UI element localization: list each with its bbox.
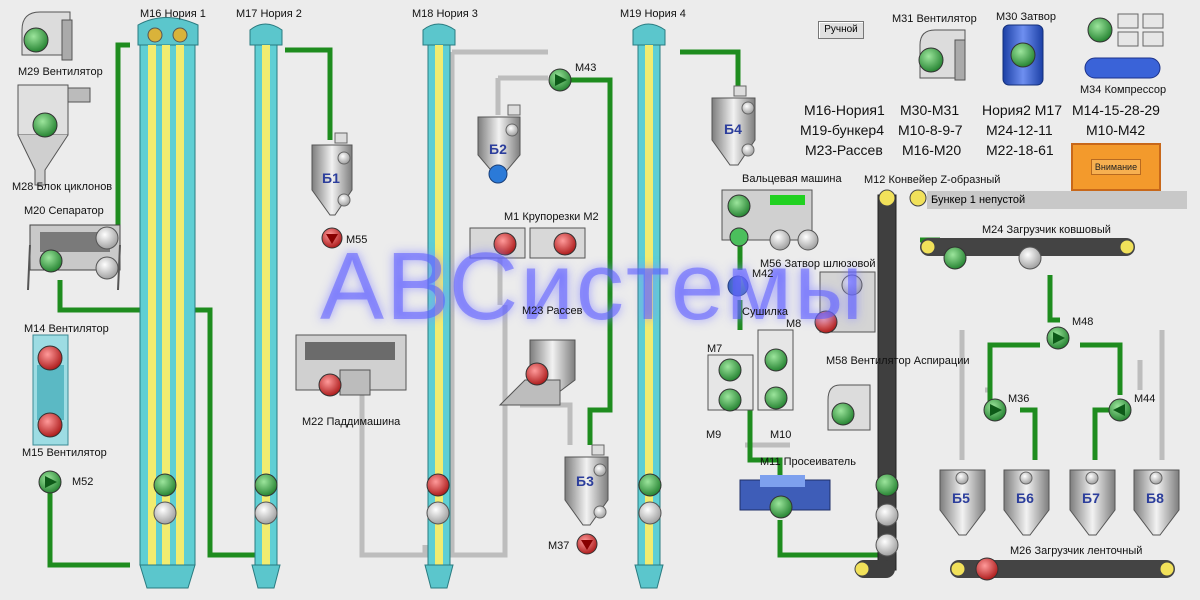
m9-label: M9 (706, 429, 722, 441)
m11-label: M11 Просеиватель (760, 456, 856, 468)
m29-fan (21, 11, 73, 61)
group-2-line-2: M10-8-9-7 (898, 122, 963, 138)
m52-label: M52 (72, 476, 94, 488)
m12-label: M12 Конвейер Z-образный (864, 174, 1001, 186)
diverter-valves (548, 68, 1132, 422)
m52-valve (38, 470, 62, 494)
m31-fan (918, 29, 966, 81)
group-2-line-3: M16-M20 (902, 142, 962, 158)
m22-label: M22 Паддимашина (302, 416, 401, 428)
dryer (814, 271, 876, 334)
group-1-line-3: M23-Рассев (805, 142, 883, 158)
manual-mode-button[interactable]: Ручной (818, 21, 864, 39)
m7-m10-group (707, 329, 794, 412)
m14-label: M14 Вентилятор (24, 323, 109, 335)
m37-label: M37 (548, 540, 570, 552)
m58-label: M58 Вентилятор Аспирации (826, 355, 970, 367)
m23-label: M23 Рассев (522, 305, 583, 317)
m19-elevator (632, 23, 666, 589)
dryer-label: Сушилка (742, 306, 789, 318)
bin-b4-tag: Б4 (724, 121, 742, 137)
group-3-line-3: M22-18-61 (986, 142, 1054, 158)
m30-gate (1002, 24, 1044, 86)
m22-paddy-machine (295, 334, 407, 397)
m12-z-conveyor (854, 189, 927, 578)
m31-label: M31 Вентилятор (892, 13, 977, 25)
group-3-line-2: M24-12-11 (986, 122, 1053, 138)
m20-label: M20 Сепаратор (24, 205, 104, 217)
bin-b6-tag: Б6 (1016, 490, 1034, 506)
group-1-line-2: M19-бункер4 (800, 122, 884, 138)
roller-label: Вальцевая машина (742, 173, 842, 185)
bin-b5-tag: Б5 (952, 490, 970, 506)
group-4-line-2: M10-M42 (1086, 122, 1146, 138)
m17-elevator (249, 23, 283, 589)
m42-motor (727, 275, 749, 297)
m26-loader (950, 557, 1175, 581)
attention-button-label: Внимание (1090, 159, 1142, 175)
m1-m2-cutters (469, 227, 586, 259)
m43-label: M43 (575, 62, 597, 74)
m28-label: M28 Блок циклонов (12, 181, 113, 193)
roller-machine (721, 189, 819, 251)
group-4-line-1: M14-15-28-29 (1072, 102, 1160, 118)
bin-b2 (477, 104, 521, 184)
m29-label: M29 Вентилятор (18, 66, 103, 78)
m30-label: M30 Затвор (996, 11, 1056, 23)
status-message: Бункер 1 непустой (927, 191, 1187, 209)
bin-b3-tag: Б3 (576, 473, 594, 489)
m44-label: M44 (1134, 393, 1156, 405)
bin-b1 (311, 132, 353, 249)
bin-b7-tag: Б7 (1082, 490, 1100, 506)
bin-b1-tag: Б1 (322, 170, 340, 186)
m8-label: M8 (786, 318, 802, 330)
attention-button[interactable]: Внимание (1071, 143, 1161, 191)
m48-label: M48 (1072, 316, 1094, 328)
m16-elevator (137, 17, 199, 589)
m23-sifter (498, 339, 576, 406)
bin-b3 (564, 444, 609, 555)
m10-label: M10 (770, 429, 792, 441)
m15-label: M15 Вентилятор (22, 447, 107, 459)
m34-label: M34 Компрессор (1080, 84, 1167, 96)
m24-label: M24 Загрузчик ковшовый (982, 224, 1111, 236)
m1m2-label: M1 Крупорезки M2 (504, 211, 599, 223)
bin-b4 (711, 85, 756, 166)
bins-b5-b8 (939, 469, 1180, 536)
m7-label: M7 (707, 343, 723, 355)
m34-compressor (1084, 13, 1164, 79)
m18-elevator (422, 23, 456, 589)
m11-screener (739, 475, 831, 519)
m42-label: M42 (752, 268, 774, 280)
m28-cyclone-block (17, 84, 91, 186)
bin-b8-tag: Б8 (1146, 490, 1164, 506)
m58-fan (827, 384, 871, 431)
m26-label: M26 Загрузчик ленточный (1010, 545, 1143, 557)
bin-b2-tag: Б2 (489, 141, 507, 157)
m19-label: M19 Нория 4 (620, 8, 686, 20)
m55-label: M55 (346, 234, 368, 246)
group-2-line-1: M30-M31 (900, 102, 960, 118)
group-3-line-1: Нория2 M17 (982, 102, 1062, 118)
m24-loader (920, 238, 1135, 270)
group-1-line-1: M16-Нория1 (804, 102, 885, 118)
m16-label: M16 Нория 1 (140, 8, 206, 20)
m17-label: M17 Нория 2 (236, 8, 302, 20)
m20-separator (27, 224, 121, 291)
m56-label: M56 Затвор шлюзовой (760, 258, 876, 270)
m14-m15-fan-column (32, 334, 69, 446)
m36-label: M36 (1008, 393, 1030, 405)
m18-label: M18 Нория 3 (412, 8, 478, 20)
